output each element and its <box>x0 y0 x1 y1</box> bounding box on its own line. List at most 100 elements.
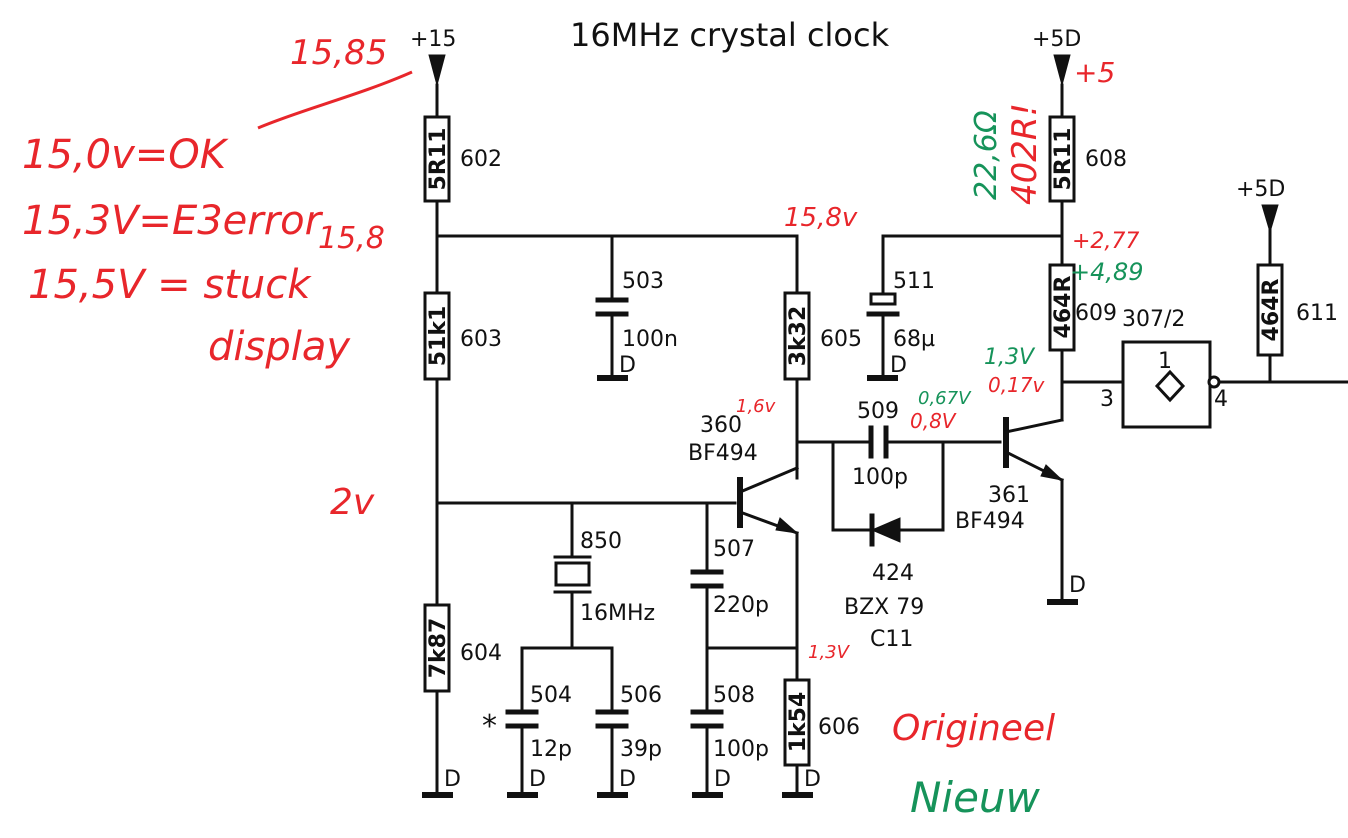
capacitor-504: 504 12p <box>505 683 572 762</box>
green-r608-value: 22,6Ω <box>969 110 1004 200</box>
svg-text:511: 511 <box>893 269 935 294</box>
svg-text:509: 509 <box>857 399 899 424</box>
transistor-361: 361 BF494 <box>955 417 1065 534</box>
svg-text:602: 602 <box>460 147 502 172</box>
ground-label: D <box>714 767 731 792</box>
red-note-line3: 15,5V = stuck <box>28 262 312 308</box>
svg-text:4: 4 <box>1214 387 1228 412</box>
ground-label: D <box>619 353 636 378</box>
svg-text:506: 506 <box>620 683 662 708</box>
red-voltage-0-8: 0,8V <box>910 409 957 433</box>
green-voltage-1-3: 1,3V <box>984 345 1036 370</box>
red-note-line2: 15,3V=E3error <box>22 198 324 244</box>
red-voltage-1-3: 1,3V <box>808 642 851 663</box>
capacitor-511: 511 68µ <box>866 269 935 352</box>
svg-text:BF494: BF494 <box>955 509 1025 534</box>
capacitor-506: 506 39p <box>595 683 662 762</box>
red-voltage-2-77: +2,77 <box>1072 229 1139 254</box>
svg-text:3: 3 <box>1100 387 1114 412</box>
svg-text:68µ: 68µ <box>893 327 935 352</box>
supply-arrows <box>428 54 1279 234</box>
diagram-title: 16MHz crystal clock <box>570 16 890 54</box>
svg-text:5R11: 5R11 <box>1051 128 1076 191</box>
ground-symbols <box>422 375 1078 798</box>
svg-text:464R: 464R <box>1051 276 1076 339</box>
legend-new: Nieuw <box>910 773 1041 822</box>
svg-text:100n: 100n <box>622 327 678 352</box>
svg-text:361: 361 <box>988 483 1030 508</box>
svg-text:16MHz: 16MHz <box>580 601 655 626</box>
red-voltage-2v: 2v <box>330 482 375 523</box>
green-voltage-0-67: 0,67V <box>918 388 972 409</box>
zener-424: 424 BZX 79 C11 <box>844 513 924 652</box>
red-r608-value: 402R! <box>1005 103 1045 205</box>
svg-text:220p: 220p <box>713 593 769 618</box>
transistor-360: 360 BF494 <box>688 413 799 535</box>
svg-text:BZX 79: BZX 79 <box>844 595 924 620</box>
red-voltage-0-17: 0,17v <box>988 373 1046 397</box>
capacitor-507: 507 220p <box>690 537 769 618</box>
svg-text:464R: 464R <box>1259 279 1284 342</box>
svg-text:100p: 100p <box>713 737 769 762</box>
svg-text:C11: C11 <box>870 627 913 652</box>
resistor-608: 5R11 608 <box>1048 115 1127 203</box>
ic-307-2: 307/2 1 3 4 <box>1100 307 1228 429</box>
wires <box>435 83 1348 797</box>
svg-text:850: 850 <box>580 529 622 554</box>
ground-label: D <box>1069 573 1086 598</box>
supply-plus15-label: +15 <box>410 27 456 52</box>
red-note-line4: display <box>208 324 351 370</box>
svg-text:508: 508 <box>713 683 755 708</box>
red-note-line1: 15,0v=OK <box>22 132 229 178</box>
green-annotations: 22,6Ω +4,89 1,3V 0,67V Nieuw <box>910 110 1144 822</box>
svg-text:604: 604 <box>460 641 502 666</box>
red-voltage-1-6: 1,6v <box>736 396 776 417</box>
red-node-15-8: 15,8v <box>784 203 858 233</box>
svg-text:3k32: 3k32 <box>786 306 811 367</box>
red-top-reading: 15,85 <box>290 33 387 73</box>
capacitor-509: 509 100p <box>852 399 908 490</box>
svg-text:307/2: 307/2 <box>1122 307 1185 332</box>
svg-text:507: 507 <box>713 537 755 562</box>
resistor-602: 5R11 602 <box>423 115 502 203</box>
resistor-604: 7k87 604 <box>423 603 502 693</box>
svg-text:608: 608 <box>1085 147 1127 172</box>
svg-text:12p: 12p <box>530 737 572 762</box>
red-annotations: 15,85 15,0v=OK 15,3V=E3error 15,8 15,5V … <box>22 33 1139 749</box>
resistor-605: 3k32 605 <box>783 291 862 381</box>
ground-label: D <box>890 353 907 378</box>
svg-text:424: 424 <box>872 561 914 586</box>
red-voltage-plus5: +5 <box>1074 56 1115 89</box>
svg-text:603: 603 <box>460 327 502 352</box>
ground-label: D <box>444 767 461 792</box>
svg-text:1: 1 <box>1158 349 1172 374</box>
svg-text:611: 611 <box>1296 301 1338 326</box>
svg-text:39p: 39p <box>620 737 662 762</box>
svg-text:609: 609 <box>1075 301 1117 326</box>
resistor-611: 464R 611 <box>1256 263 1338 357</box>
supply-plus5d-label: +5D <box>1236 177 1285 202</box>
crystal-850: 850 16MHz <box>553 529 655 626</box>
svg-text:504: 504 <box>530 683 572 708</box>
supply-plus5d-label: +5D <box>1032 27 1081 52</box>
legend-original: Origineel <box>892 708 1055 749</box>
svg-text:360: 360 <box>700 413 742 438</box>
svg-text:606: 606 <box>818 715 860 740</box>
capacitor-508: 508 100p <box>690 683 769 762</box>
resistor-609: 464R 609 <box>1048 263 1117 352</box>
resistor-606: 1k54 606 <box>783 678 860 767</box>
ground-label: D <box>804 767 821 792</box>
ground-label: D <box>619 767 636 792</box>
svg-text:51k1: 51k1 <box>426 306 451 367</box>
svg-text:1k54: 1k54 <box>786 692 811 753</box>
svg-text:605: 605 <box>820 327 862 352</box>
svg-text:7k87: 7k87 <box>426 618 451 679</box>
resistor-603: 51k1 603 <box>423 291 502 381</box>
green-voltage-4-8: +4,89 <box>1070 258 1144 286</box>
red-note-line2-suffix: 15,8 <box>318 221 385 256</box>
svg-text:5R11: 5R11 <box>426 128 451 191</box>
svg-text:100p: 100p <box>852 465 908 490</box>
svg-text:BF494: BF494 <box>688 441 758 466</box>
capacitor-503: 503 100n <box>595 269 678 352</box>
